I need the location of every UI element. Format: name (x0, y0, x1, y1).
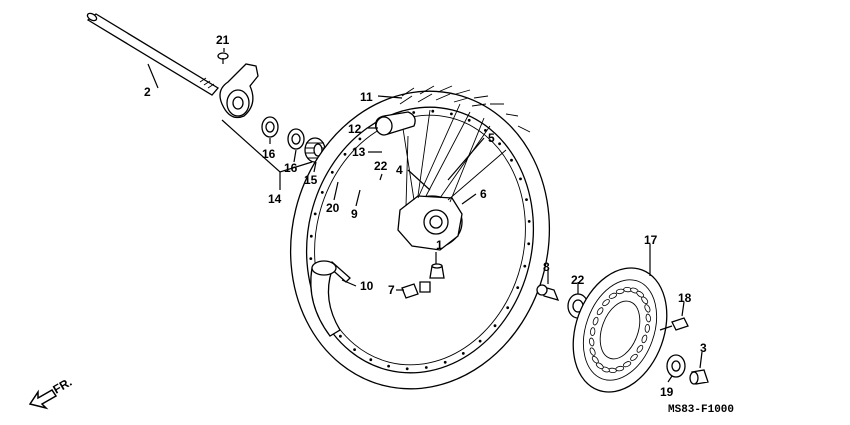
callout-19: 19 (660, 385, 674, 399)
rim-hole (506, 306, 510, 310)
callout-10: 10 (360, 279, 374, 293)
callout-11: 11 (360, 90, 373, 104)
rim-hole (343, 152, 347, 156)
disc-slot (602, 299, 610, 307)
callout-5: 5 (488, 131, 495, 145)
rim-hole (527, 242, 531, 246)
wheel-assembly (289, 85, 551, 390)
rim-hole (527, 220, 531, 223)
disc-slot (608, 292, 618, 299)
distance-collar (536, 284, 560, 301)
rim-hole (309, 234, 313, 238)
disc-slot (644, 324, 650, 333)
rim-hole (516, 286, 520, 289)
disc-slot (589, 337, 595, 347)
callout-12: 12 (348, 122, 362, 136)
side-collar (689, 369, 709, 385)
disc-slot (596, 307, 604, 316)
rim-hole (498, 142, 501, 146)
callout-21: 21 (216, 33, 230, 47)
callout-20: 20 (326, 201, 340, 215)
disc-slot (641, 334, 648, 344)
rim-hole (309, 257, 313, 260)
rim-hole (519, 177, 522, 181)
callout-8: 8 (543, 260, 550, 274)
disc-slot (622, 361, 632, 368)
rim-hole (313, 212, 317, 216)
callout-14: 14 (268, 192, 282, 206)
rim-hole (339, 334, 342, 338)
callout-16b: 16 (284, 161, 298, 175)
callout-7: 7 (388, 283, 395, 297)
callout-16a: 16 (262, 147, 276, 161)
callout-18: 18 (678, 291, 692, 305)
disc-slot (630, 353, 638, 361)
rim-hole (443, 360, 447, 364)
valve-nut (401, 281, 431, 299)
speedometer-gearbox (219, 63, 259, 119)
rim-hole (353, 348, 356, 351)
disc-slot (644, 304, 651, 313)
callout-6: 6 (480, 187, 487, 201)
brake-disc (572, 267, 668, 393)
rim-hole (424, 366, 428, 369)
rim-hole (387, 364, 390, 368)
rim-hole (405, 367, 409, 371)
rim-hole (525, 198, 528, 202)
rim-hole (320, 191, 324, 194)
rim-hole (493, 324, 497, 328)
callout-13: 13 (352, 145, 366, 159)
callout-9: 9 (351, 207, 358, 221)
rim-hole (510, 158, 513, 162)
dust-seal-right (666, 354, 686, 378)
callout-15: 15 (304, 173, 318, 187)
rim-hole (450, 112, 453, 116)
rim-hole (412, 111, 416, 114)
callout-3: 3 (700, 341, 707, 355)
leader-lines (147, 48, 703, 383)
rim-hole (523, 264, 527, 268)
disc-slot (641, 296, 649, 305)
rim-hole (330, 170, 334, 174)
disc-slot (592, 316, 599, 326)
screw (217, 52, 229, 64)
disc-slot (636, 344, 644, 353)
rim-hole (369, 358, 373, 362)
rim-hole (478, 339, 482, 343)
callout-1: 1 (436, 238, 443, 252)
valve-cap (429, 263, 445, 279)
disc-slot (591, 355, 599, 364)
rim-hole (467, 118, 471, 122)
callout-17: 17 (644, 233, 658, 247)
disc-bolt (659, 317, 689, 331)
rim-hole (431, 109, 435, 113)
callout-4: 4 (396, 163, 403, 177)
drawing-code: MS83-F1000 (668, 404, 734, 416)
rim-hole (461, 352, 465, 355)
callout-22b: 22 (571, 273, 585, 287)
callout-22a: 22 (374, 159, 388, 173)
rim-hole (358, 137, 362, 141)
axle (86, 12, 219, 96)
disc-slot (590, 327, 596, 336)
callout-2: 2 (144, 85, 151, 99)
washer-16a (261, 116, 279, 138)
disc-slot (589, 347, 596, 356)
disc-slot (645, 313, 651, 323)
washer-16b (287, 128, 305, 150)
arrow-icon (28, 389, 58, 410)
